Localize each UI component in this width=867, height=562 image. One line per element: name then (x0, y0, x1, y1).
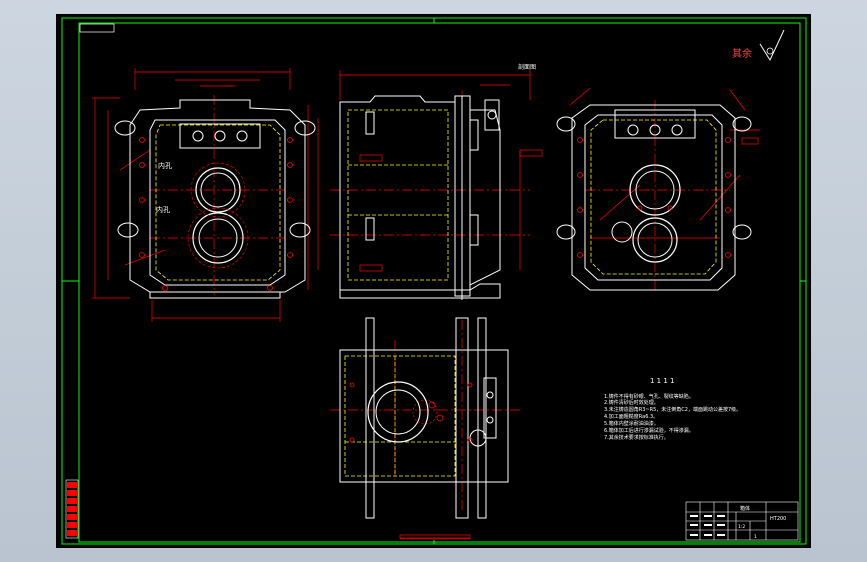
inner-frame (78, 22, 801, 543)
title-block (685, 501, 799, 541)
roughness-label: 其余 (732, 47, 752, 60)
note-line-7: 7.其余技术要求按标准执行。 (604, 434, 669, 441)
roughness-symbol: 其余 (732, 29, 785, 62)
title-part-name: 箱体 (740, 505, 750, 512)
note-line-2: 2.铸件清砂后时效处理。 (604, 399, 659, 406)
technical-notes: 1 1 1 1 1.铸件不得有砂眼、气孔、裂纹等缺陷。 2.铸件清砂后时效处理。… (604, 377, 741, 441)
notes-heading: 1 1 1 1 (650, 377, 675, 385)
title-scale: 1:2 (738, 524, 745, 530)
drawing-background (56, 14, 811, 548)
section-label: 剖面图 (518, 63, 536, 71)
front-hole-label-2: 内孔 (156, 205, 170, 214)
note-line-5: 5.箱体内壁涂耐油油漆。 (604, 420, 659, 427)
note-line-4: 4.加工面粗糙度Ra6.3。 (604, 413, 658, 420)
title-sheet: 1 (754, 534, 757, 540)
binding-strip (65, 479, 79, 539)
section-view: 剖面图 (330, 63, 543, 300)
title-material: HT200 (770, 516, 786, 522)
note-line-6: 6.箱体加工后进行渗漏试验，不得渗漏。 (604, 427, 694, 434)
drawing-number-box (79, 23, 115, 33)
front-hole-label-1: 内孔 (158, 161, 172, 170)
front-view: 内孔 内孔 (92, 68, 319, 322)
note-line-3: 3.未注铸造圆角R3~R5，未注倒角C2，端面跳动公差按7级。 (604, 406, 741, 413)
note-line-1: 1.铸件不得有砂眼、气孔、裂纹等缺陷。 (604, 393, 694, 400)
top-view (330, 317, 520, 540)
rear-view (556, 87, 760, 291)
